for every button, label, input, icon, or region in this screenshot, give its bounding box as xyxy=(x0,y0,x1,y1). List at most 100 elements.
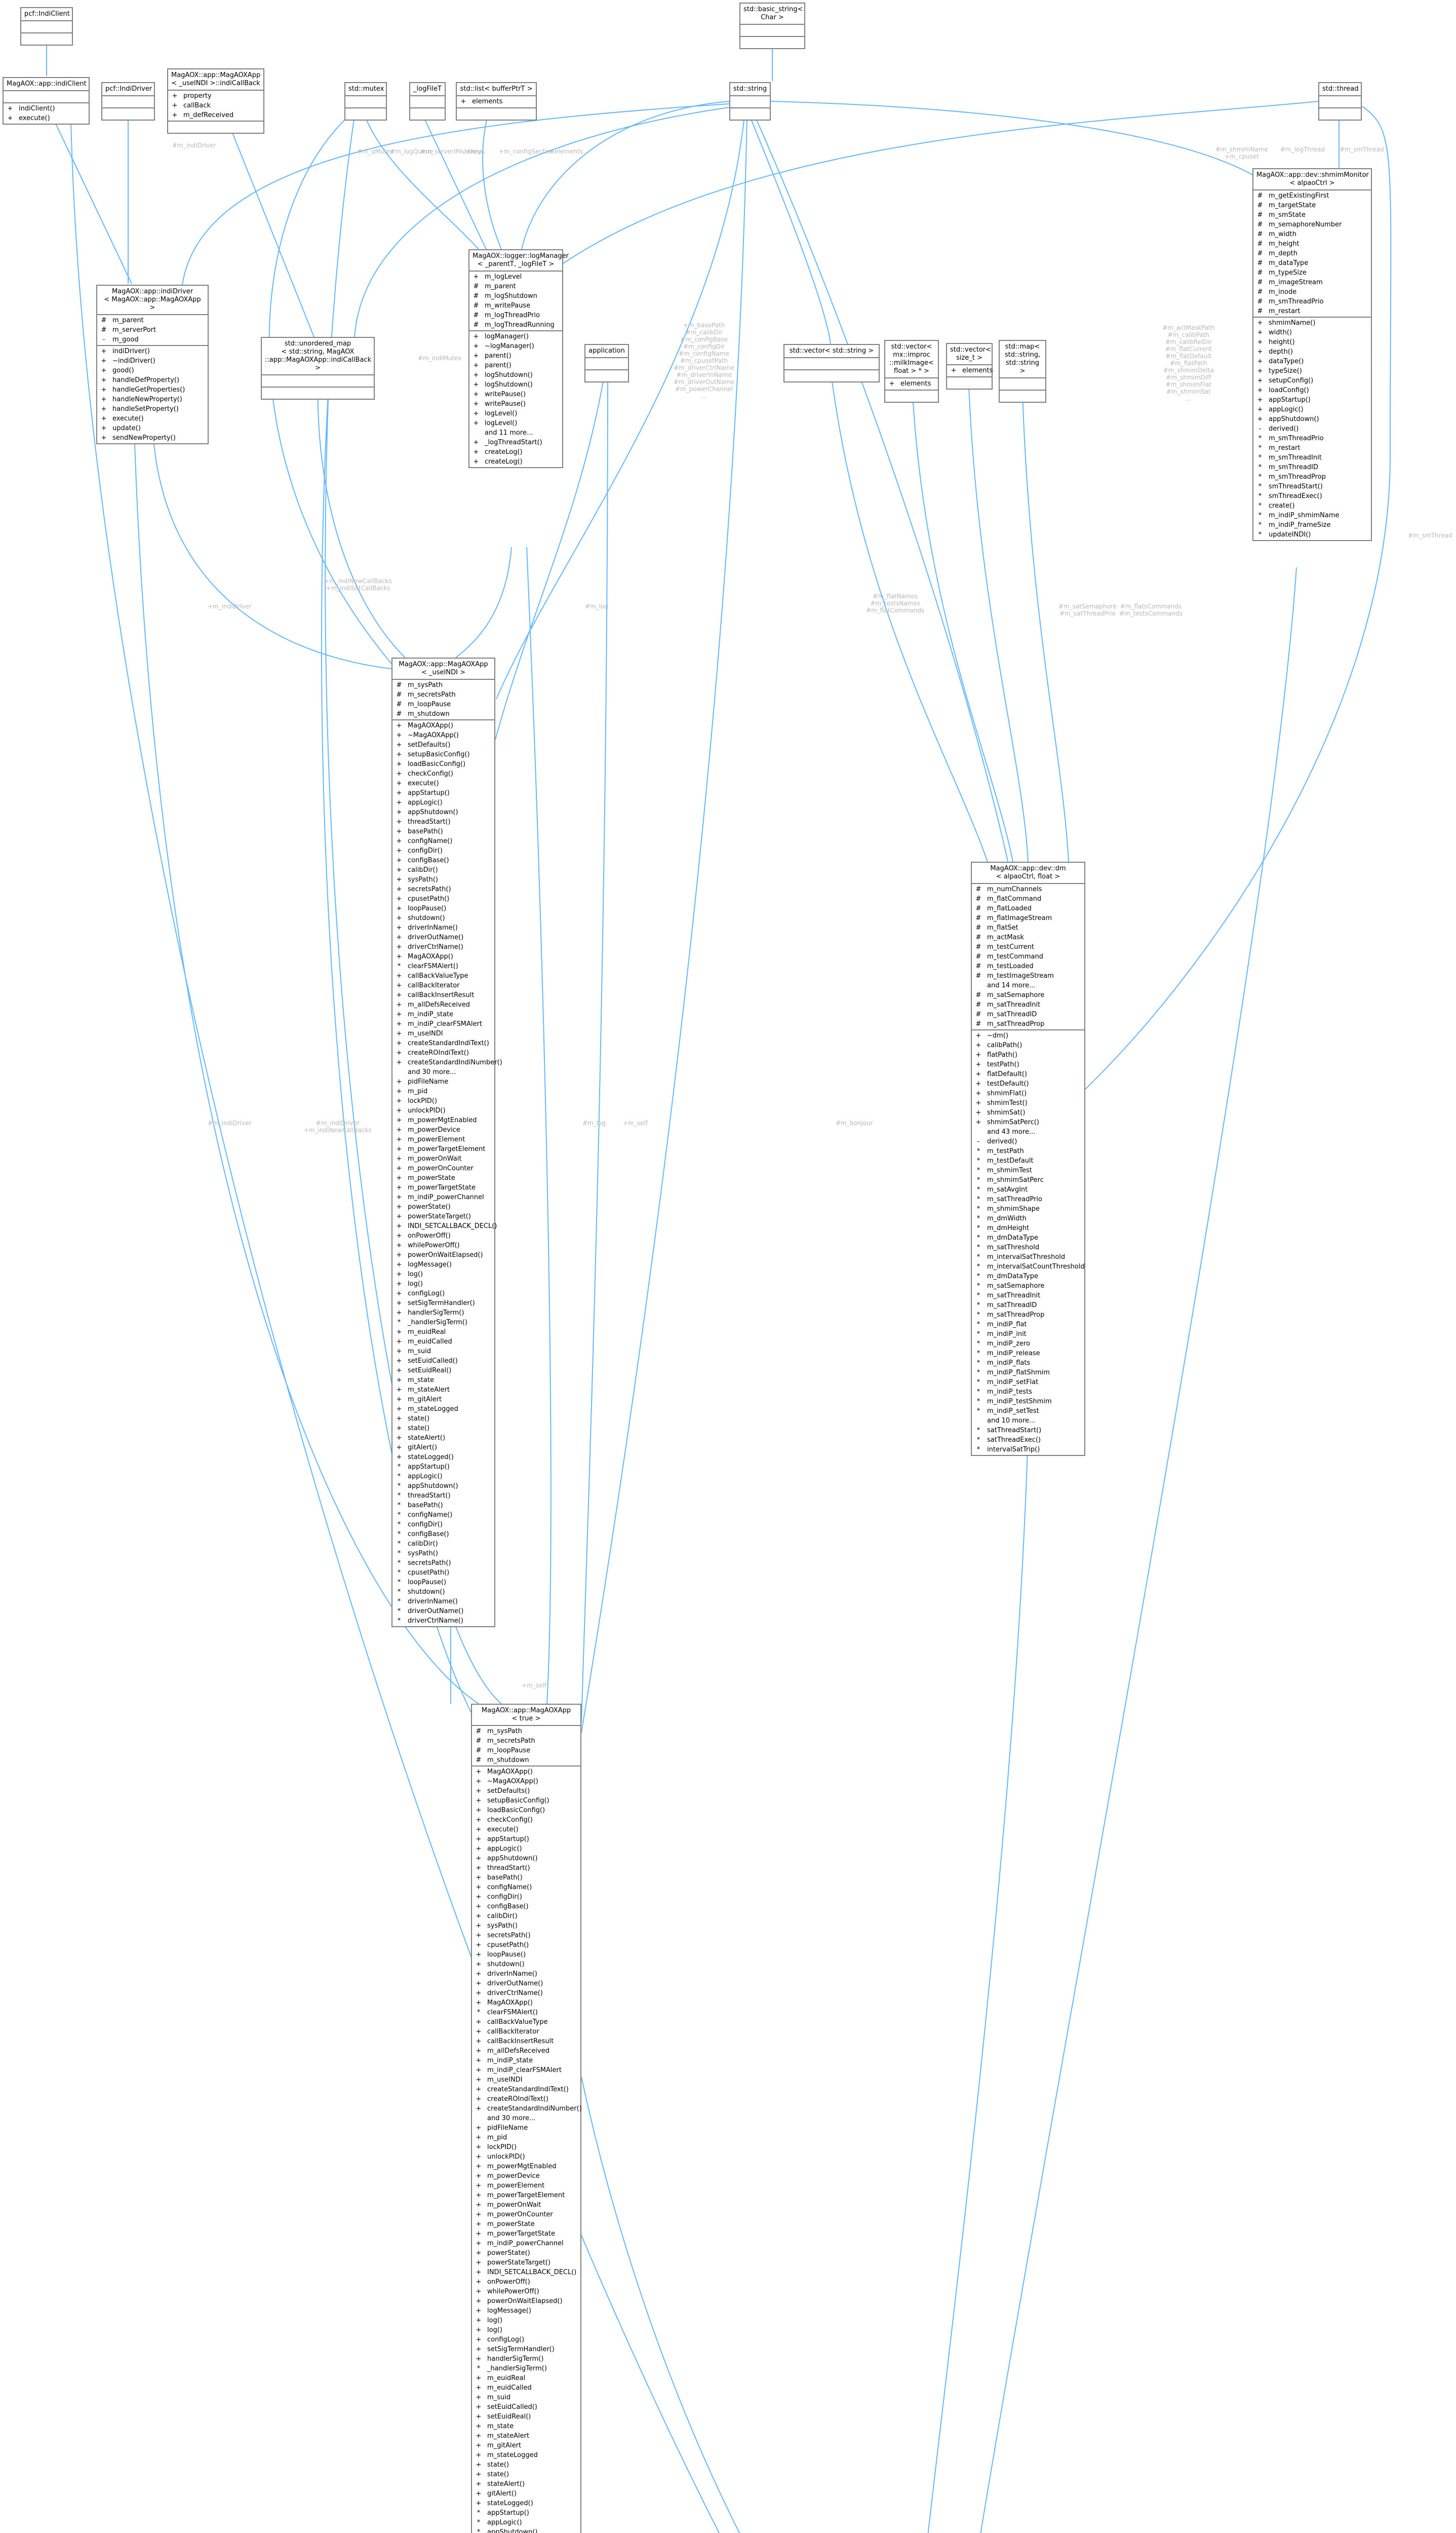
class-node-logmanager[interactable]: MagAOX::logger::logManager < _parentT, _… xyxy=(468,249,569,468)
member-row[interactable]: +createLog() xyxy=(469,457,562,467)
member-row[interactable]: +log() xyxy=(392,1270,494,1279)
member-row[interactable]: +INDI_SETCALLBACK_DECL() xyxy=(472,2268,580,2277)
member-row[interactable]: +width() xyxy=(1253,328,1371,337)
member-row[interactable]: +m_powerMgtEnabled xyxy=(392,1116,494,1125)
class-node-string[interactable]: std::string xyxy=(729,82,771,121)
member-row[interactable]: +createROIndiText() xyxy=(392,1048,494,1058)
member-row[interactable]: #m_sysPath xyxy=(392,680,494,690)
member-row[interactable]: +loadBasicConfig() xyxy=(472,1806,580,1815)
class-node-indicallback[interactable]: MagAOX::app::MagAOXApp < _useINDI >::ind… xyxy=(167,68,264,134)
member-row[interactable]: +powerOnWaitElapsed() xyxy=(472,2296,580,2306)
member-row[interactable]: *m_indiP_setFlat xyxy=(972,1377,1084,1387)
member-row[interactable]: +m_pid xyxy=(472,2133,580,2142)
member-row[interactable]: +powerOnWaitElapsed() xyxy=(392,1250,494,1260)
member-row[interactable]: +_logThreadStart() xyxy=(469,438,562,447)
member-row[interactable]: +m_powerTargetElement xyxy=(472,2191,580,2200)
member-row[interactable]: -derived() xyxy=(1253,424,1371,434)
member-row[interactable]: +typeSize() xyxy=(1253,366,1371,376)
member-row[interactable]: +~MagAOXApp() xyxy=(392,731,494,740)
member-row[interactable]: +writePause() xyxy=(469,399,562,409)
member-row[interactable]: *m_smThreadInit xyxy=(1253,453,1371,463)
member-row[interactable]: +m_powerDevice xyxy=(472,2171,580,2181)
member-row[interactable]: +shmimFlat() xyxy=(972,1089,1084,1098)
member-row[interactable]: +createStandardIndiNumber() xyxy=(392,1058,502,1067)
member-row[interactable]: +m_euidReal xyxy=(472,2373,580,2383)
member-row[interactable]: +callBackIterator xyxy=(392,981,494,990)
member-row[interactable]: #m_satThreadProp xyxy=(972,1019,1084,1029)
member-row[interactable]: +m_useINDI xyxy=(472,2075,580,2085)
member-row[interactable]: *m_smThreadProp xyxy=(1253,472,1371,482)
member-row[interactable]: #m_loopPause xyxy=(392,700,494,709)
member-row[interactable]: *driverCtrlName() xyxy=(392,1616,494,1626)
member-row[interactable]: +checkConfig() xyxy=(392,769,494,779)
member-row[interactable]: *m_satThreadPrio xyxy=(972,1195,1084,1204)
member-row[interactable]: +loopPause() xyxy=(472,1950,580,1960)
member-row[interactable]: #m_imageStream xyxy=(1253,278,1371,287)
member-row[interactable]: and 10 more... xyxy=(972,1416,1084,1426)
member-row[interactable]: +driverCtrlName() xyxy=(392,942,494,952)
member-row[interactable]: +setupBasicConfig() xyxy=(392,750,494,759)
member-row[interactable]: +shmimTest() xyxy=(972,1098,1084,1108)
member-row[interactable]: +calibDir() xyxy=(472,1911,580,1921)
member-row[interactable]: +shmimSatPerc() xyxy=(972,1118,1084,1127)
member-row[interactable]: +m_powerOnCounter xyxy=(472,2210,580,2219)
member-row[interactable]: +property xyxy=(168,91,263,101)
member-row[interactable]: +driverInName() xyxy=(392,923,494,933)
member-row[interactable]: +testDefault() xyxy=(972,1079,1084,1089)
member-row[interactable]: +callBackValueType xyxy=(392,971,494,981)
member-row[interactable]: #m_dataType xyxy=(1253,258,1371,268)
member-row[interactable]: +shutdown() xyxy=(392,913,494,923)
member-row[interactable]: +appShutdown() xyxy=(392,808,494,817)
member-row[interactable]: *m_dmWidth xyxy=(972,1214,1084,1223)
member-row[interactable]: +parent() xyxy=(469,361,562,370)
member-row[interactable]: +m_stateLogged xyxy=(472,2450,580,2460)
member-row[interactable]: +m_powerTargetState xyxy=(392,1183,494,1193)
member-row[interactable]: +m_indiP_state xyxy=(472,2056,580,2065)
member-row[interactable]: +sendNewProperty() xyxy=(97,433,208,443)
member-row[interactable]: *m_indiP_testShmim xyxy=(972,1397,1084,1406)
member-row[interactable]: +unlockPID() xyxy=(472,2152,580,2162)
member-row[interactable]: +createStandardIndiText() xyxy=(472,2085,580,2094)
member-row[interactable]: #m_testCommand xyxy=(972,952,1084,962)
class-node-pcf_indidriver[interactable]: pcf::IndiDriver xyxy=(101,82,155,121)
member-row[interactable]: *appStartup() xyxy=(472,2508,580,2518)
member-row[interactable]: +appShutdown() xyxy=(472,1854,580,1863)
member-row[interactable]: +indiDriver() xyxy=(97,347,208,356)
member-row[interactable]: *appStartup() xyxy=(392,1462,494,1472)
member-row[interactable]: *m_testDefault xyxy=(972,1156,1084,1166)
member-row[interactable]: +logShutdown() xyxy=(469,370,562,380)
member-row[interactable]: +m_suid xyxy=(392,1347,494,1356)
member-row[interactable]: *m_indiP_flats xyxy=(972,1358,1084,1368)
member-row[interactable]: +setSigTermHandler() xyxy=(472,2345,580,2354)
class-node-unordered_map[interactable]: std::unordered_map < std::string, MagAOX… xyxy=(261,337,375,400)
member-row[interactable]: *m_indiP_zero xyxy=(972,1339,1084,1349)
member-row[interactable]: +createStandardIndiText() xyxy=(392,1039,494,1048)
member-row[interactable]: *clearFSMAlert() xyxy=(392,962,494,971)
member-row[interactable]: +INDI_SETCALLBACK_DECL() xyxy=(392,1221,497,1231)
member-row[interactable]: +m_powerOnWait xyxy=(472,2200,580,2210)
member-row[interactable]: +MagAOXApp() xyxy=(392,721,494,731)
member-row[interactable]: *smThreadExec() xyxy=(1253,491,1371,501)
member-row[interactable]: +onPowerOff() xyxy=(392,1231,494,1241)
member-row[interactable]: +m_suid xyxy=(472,2393,580,2402)
member-row[interactable]: +logLevel() xyxy=(469,409,562,418)
member-row[interactable]: +appShutdown() xyxy=(1253,414,1371,424)
member-row[interactable]: *configName() xyxy=(392,1510,494,1520)
member-row[interactable]: +threadStart() xyxy=(472,1863,580,1873)
member-row[interactable]: *m_dmDataType xyxy=(972,1272,1084,1281)
member-row[interactable]: +execute() xyxy=(4,113,89,123)
member-row[interactable]: +basePath() xyxy=(472,1873,580,1883)
member-row[interactable]: *basePath() xyxy=(392,1501,494,1510)
member-row[interactable]: #m_logThreadRunning xyxy=(469,320,562,330)
class-node-shmimmonitor[interactable]: MagAOX::app::dev::shmimMonitor < alpaoCt… xyxy=(1252,168,1372,541)
member-row[interactable]: +flatDefault() xyxy=(972,1069,1084,1079)
member-row[interactable]: +state() xyxy=(392,1424,494,1433)
member-row[interactable]: +~MagAOXApp() xyxy=(472,1777,580,1786)
member-row[interactable]: +m_powerElement xyxy=(392,1135,494,1144)
member-row[interactable]: +setEuidCalled() xyxy=(392,1356,494,1366)
member-row[interactable]: *_handlerSigTerm() xyxy=(472,2364,580,2373)
member-row[interactable]: -derived() xyxy=(972,1137,1084,1146)
class-node-application[interactable]: application xyxy=(584,344,629,382)
member-row[interactable]: *threadStart() xyxy=(392,1491,494,1501)
member-row[interactable]: +log() xyxy=(472,2325,580,2335)
